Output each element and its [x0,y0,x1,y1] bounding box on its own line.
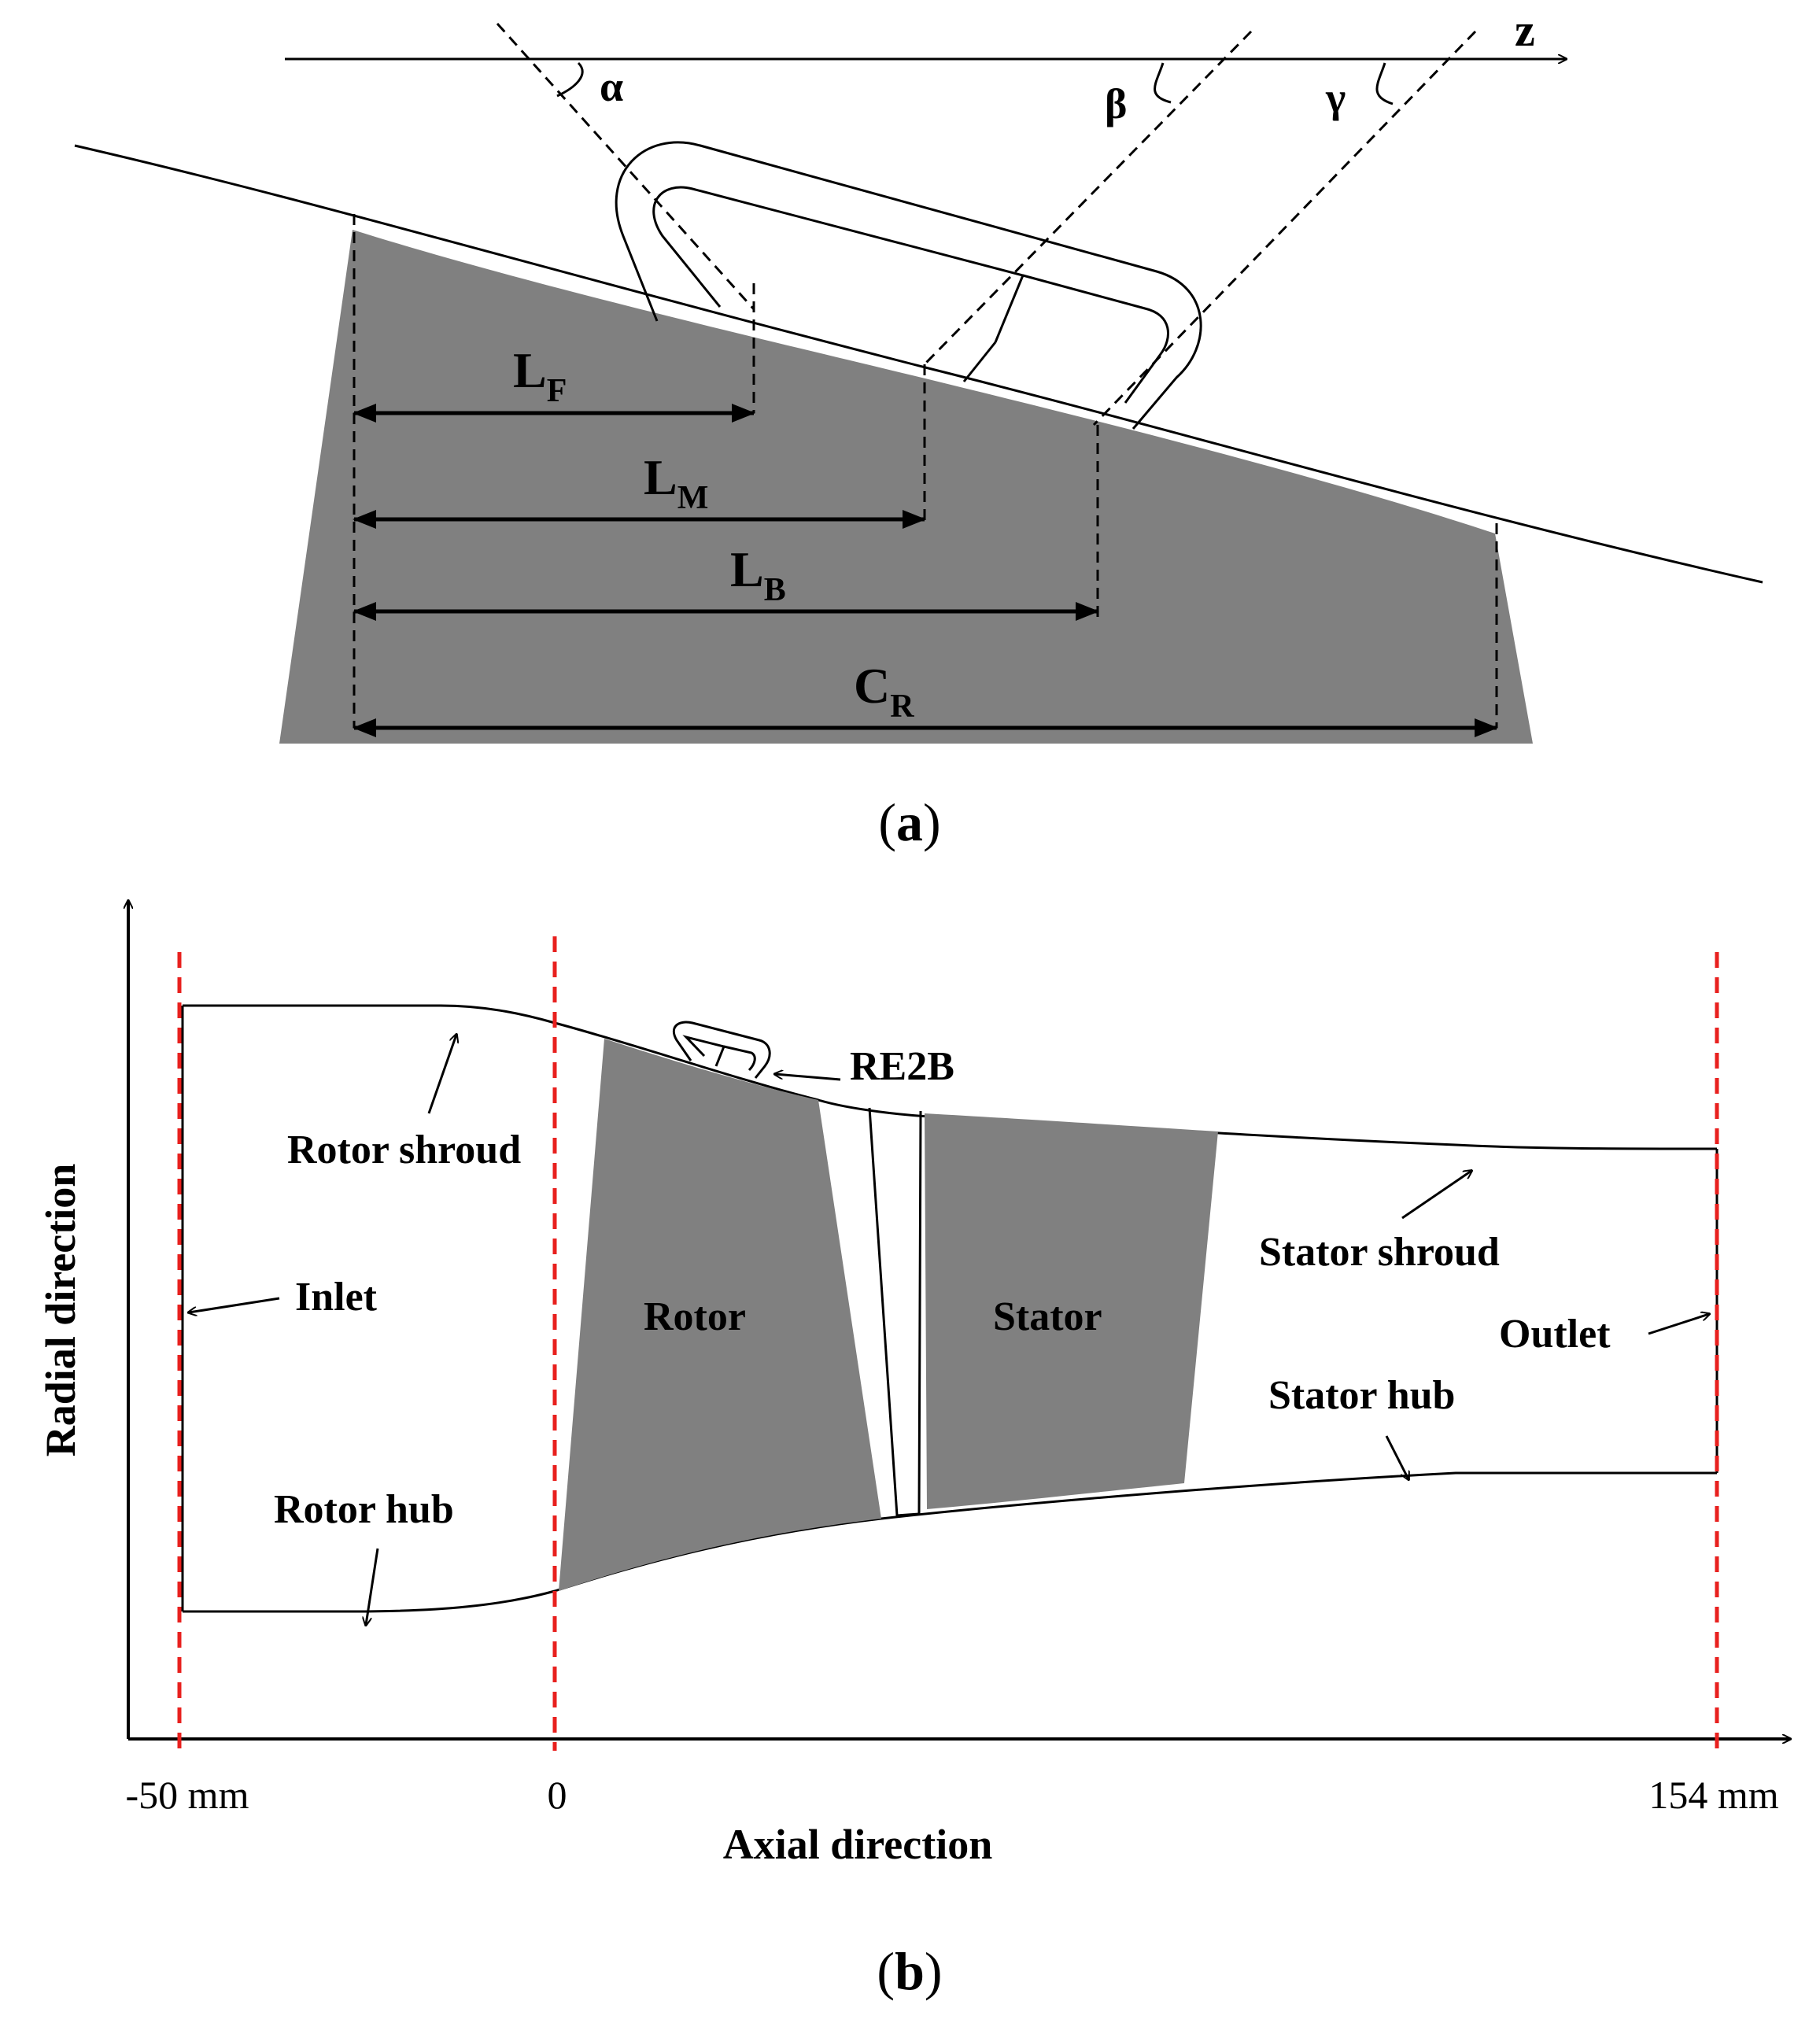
rotor-blade-tip-region [279,230,1533,744]
rotor-label: Rotor [644,1294,746,1339]
annotation-arrows [189,1035,1709,1625]
stator-hub-label: Stator hub [1268,1373,1455,1418]
beta-label: β [1105,80,1127,127]
casing-treatment-slot [615,141,1202,430]
panel-a: z α β γ [74,5,1763,852]
stator-shroud-label: Stator shroud [1259,1230,1500,1275]
alpha-label: α [600,63,623,110]
axial-axis-title: Axial direction [723,1821,992,1868]
dim-cr-label: CR [854,658,914,725]
re2b-slot [672,1021,771,1079]
dimension-arrows [353,404,1498,737]
stator-blade [925,1113,1218,1509]
dim-lf-label: LF [513,342,567,409]
z-axis-label: z [1515,5,1535,56]
tick-zero: 0 [548,1773,567,1817]
domain-boundaries [177,936,1719,1751]
tick-154: 154 mm [1648,1773,1778,1817]
caption-a: (a) [878,792,940,852]
stator-label: Stator [993,1294,1102,1339]
caption-b: (b) [877,1941,942,2001]
inlet-label: Inlet [295,1275,378,1320]
angle-marks [556,61,1394,105]
panel-b: RE2B Rotor shroud Inlet Rotor Stator Sta… [37,901,1790,2001]
interblade-gap [868,1107,922,1517]
radial-axis-title: Radial direction [37,1164,84,1457]
extension-lines [353,214,1498,728]
dim-lb-label: LB [730,541,786,608]
rotor-shroud-label: Rotor shroud [287,1128,521,1172]
tick-minus-50: -50 mm [126,1773,249,1817]
rotor-blade [559,1039,881,1591]
angle-dashed-lines [496,22,1477,426]
rotor-hub-label: Rotor hub [274,1487,454,1532]
casing-line [74,144,1763,584]
dim-lm-label: LM [644,449,708,516]
gamma-label: γ [1325,74,1346,121]
re2b-label: RE2B [850,1044,954,1089]
outlet-label: Outlet [1499,1312,1611,1357]
